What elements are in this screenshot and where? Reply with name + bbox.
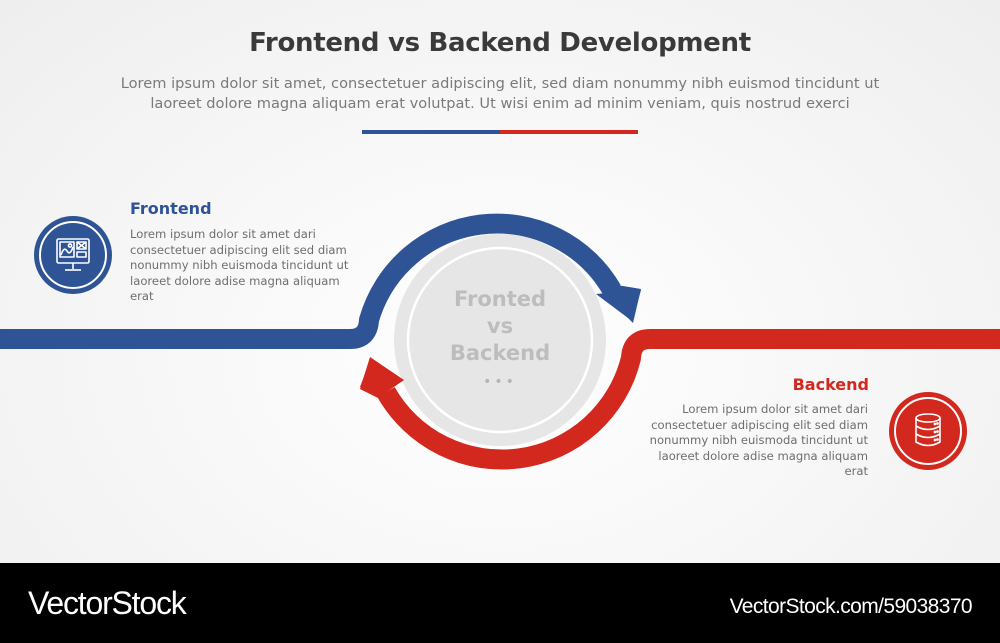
center-label-line-2: vs xyxy=(486,314,514,338)
center-label-line-3: Backend xyxy=(449,341,551,365)
divider-red xyxy=(500,130,638,134)
divider-blue xyxy=(362,130,500,134)
backend-icon-badge xyxy=(889,392,967,470)
backend-flow-line xyxy=(377,329,1000,470)
subtitle-line-2: laoreet dolore magna aliquam erat volutp… xyxy=(150,95,850,112)
page-subtitle: Lorem ipsum dolor sit amet, consectetuer… xyxy=(60,74,940,114)
monitor-icon xyxy=(56,238,90,271)
footer-brand-logo: VectorStock xyxy=(28,585,187,621)
frontend-icon-badge xyxy=(34,216,112,294)
footer-bar: VectorStock VectorStock.com/59038370 xyxy=(0,563,1000,643)
backend-arrowhead-fill xyxy=(360,357,404,398)
center-disc xyxy=(394,234,606,446)
database-icon xyxy=(915,413,941,447)
frontend-flow-line xyxy=(0,213,621,349)
frontend-arrowhead-fill xyxy=(598,282,641,323)
page-title: Frontend vs Backend Development xyxy=(249,28,751,58)
center-label: Fronted vs Backend xyxy=(420,286,580,367)
footer-url: VectorStock.com/59038370 xyxy=(729,595,973,618)
frontend-description: Lorem ipsum dolor sit amet dari consecte… xyxy=(130,227,349,303)
backend-icon-ring xyxy=(894,397,962,465)
backend-description: Lorem ipsum dolor sit amet dari consecte… xyxy=(649,402,868,478)
frontend-icon-ring xyxy=(39,221,107,289)
more-dots: ••• xyxy=(483,374,517,390)
backend-heading: Backend xyxy=(792,375,869,394)
subtitle-line-1: Lorem ipsum dolor sit amet, consectetuer… xyxy=(120,75,880,92)
center-label-line-1: Fronted xyxy=(453,287,547,311)
frontend-heading: Frontend xyxy=(130,199,212,218)
center-ring xyxy=(406,246,594,434)
